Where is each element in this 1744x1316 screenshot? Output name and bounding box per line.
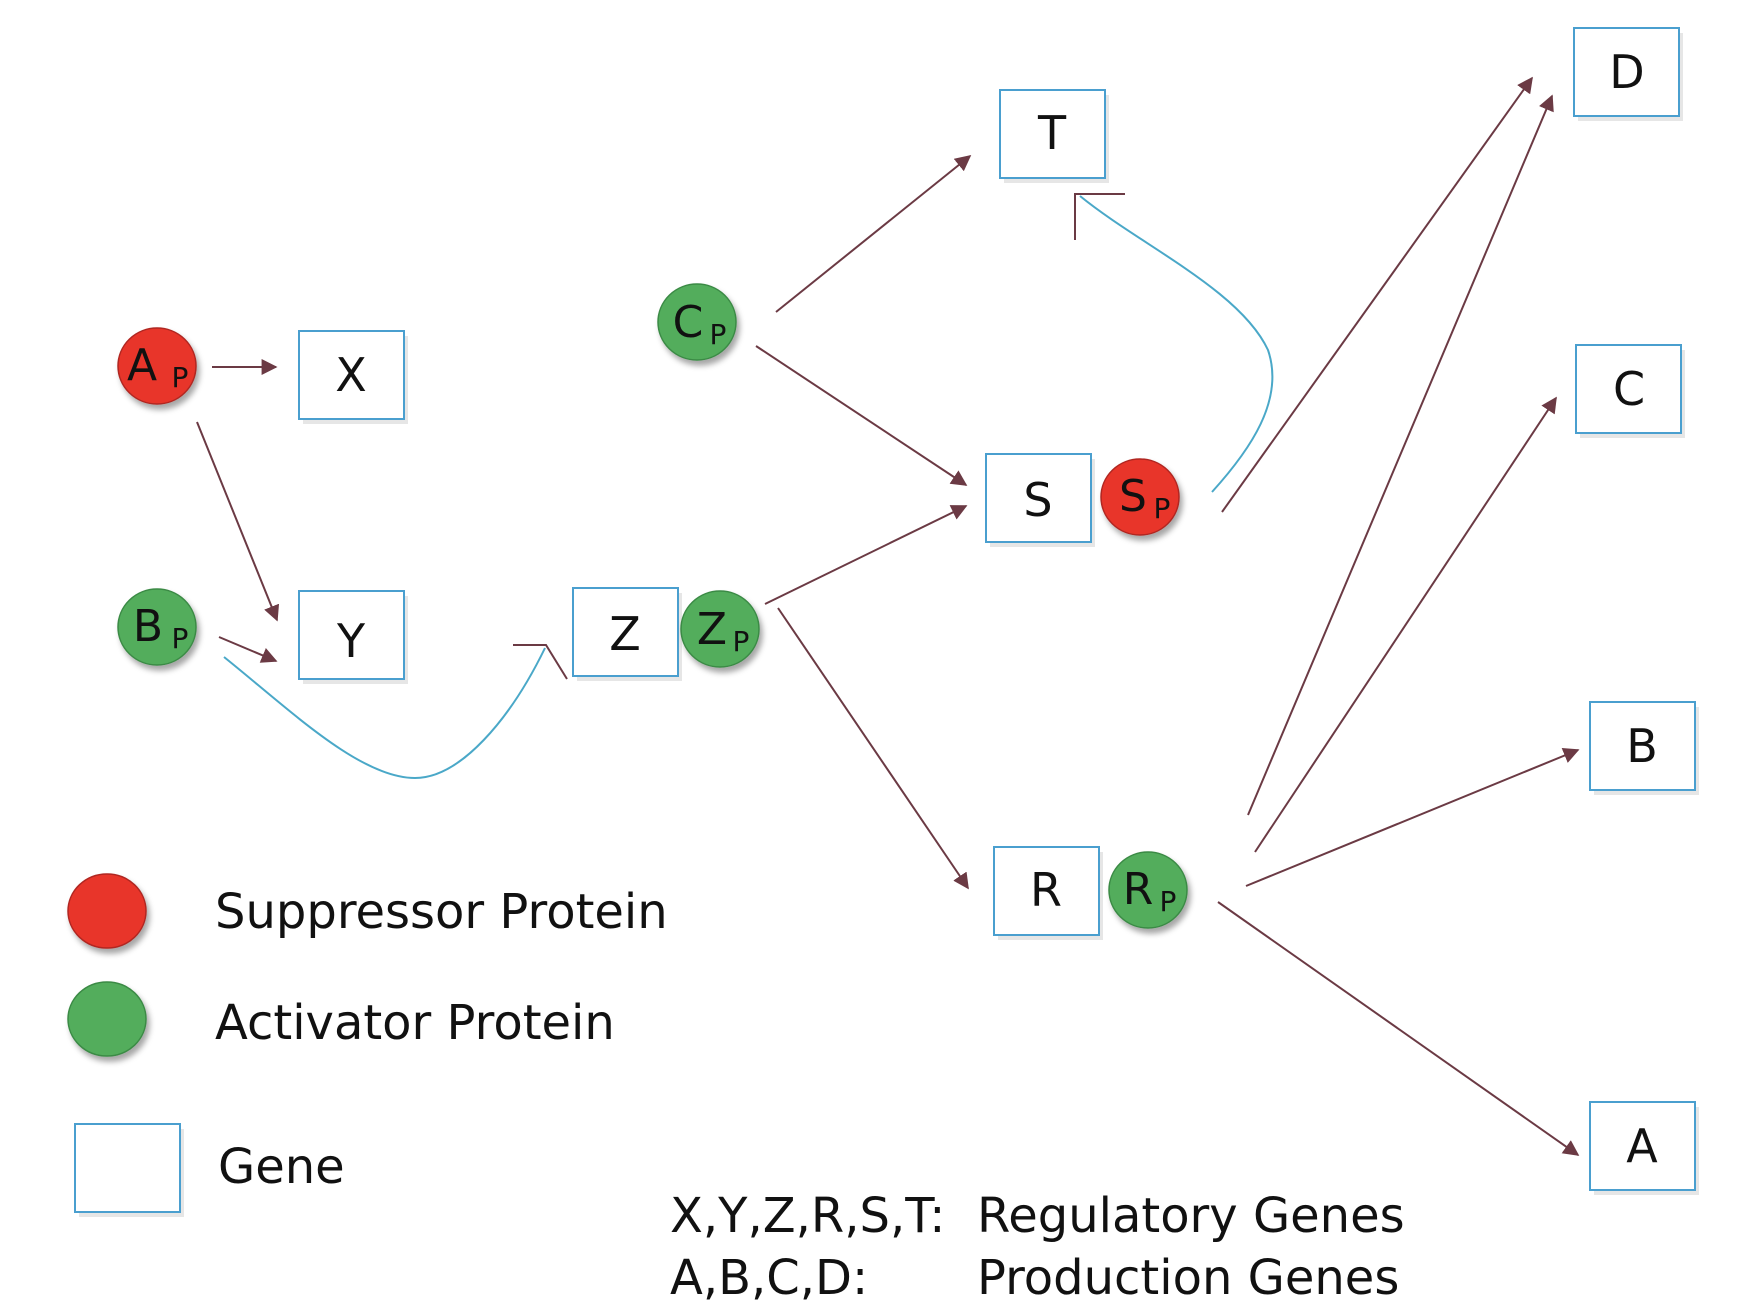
gene-c-label: C xyxy=(1613,362,1645,416)
gene-c: C xyxy=(1575,344,1685,438)
protein-zp: Z P xyxy=(680,590,760,668)
protein-sp-circle xyxy=(1100,458,1180,536)
arrow-rp-to-c xyxy=(1254,396,1557,853)
protein-bp-letter: B xyxy=(133,601,163,652)
svg-text:R: R xyxy=(1123,864,1154,915)
legend-suppressor-swatch xyxy=(67,873,147,949)
protein-ap: A P xyxy=(117,327,197,405)
svg-text:P: P xyxy=(710,318,727,351)
protein-zp-letter: Z xyxy=(697,604,727,655)
gene-a-label: A xyxy=(1626,1119,1658,1173)
gene-d-label: D xyxy=(1609,45,1644,99)
svg-text:Z: Z xyxy=(697,604,727,655)
arrow-cp-to-t xyxy=(775,154,972,313)
legend-gene-swatch xyxy=(74,1123,181,1213)
svg-text:P: P xyxy=(1154,492,1171,525)
legend: Suppressor Protein Activator Protein Gen… xyxy=(67,873,668,1217)
protein-cp: C P xyxy=(657,283,737,361)
arrow-rp-to-a xyxy=(1217,901,1580,1156)
legend-suppressor-label: Suppressor Protein xyxy=(215,884,668,940)
protein-bp-sub: P xyxy=(172,622,189,655)
note-production-key: A,B,C,D: xyxy=(670,1250,868,1306)
protein-cp-circle xyxy=(657,283,737,361)
protein-bp-circle xyxy=(117,588,197,666)
gene-r: R xyxy=(993,846,1103,940)
legend-activator-label: Activator Protein xyxy=(215,995,615,1051)
inhibition-bar-z xyxy=(513,644,568,680)
svg-text:P: P xyxy=(1160,885,1177,918)
inhibition-bp-to-z xyxy=(223,647,546,780)
protein-sp-letter: S xyxy=(1119,471,1147,522)
arrow-zp-to-r xyxy=(777,607,969,890)
svg-text:P: P xyxy=(172,622,189,655)
gene-s-label: S xyxy=(1023,473,1052,527)
note-regulatory-value: Regulatory Genes xyxy=(977,1188,1405,1244)
arrow-zp-to-s xyxy=(764,505,968,605)
legend-activator-swatch xyxy=(67,981,147,1057)
protein-zp-sub: P xyxy=(733,625,750,658)
svg-text:P: P xyxy=(733,625,750,658)
arrow-sp-to-d xyxy=(1221,76,1533,513)
gene-t: T xyxy=(999,89,1109,183)
gene-d: D xyxy=(1573,27,1683,121)
svg-text:B: B xyxy=(133,601,163,652)
gene-b-label: B xyxy=(1626,719,1658,773)
protein-rp-circle xyxy=(1108,851,1188,929)
protein-bp: B P xyxy=(117,588,197,666)
svg-text:S: S xyxy=(1119,471,1147,522)
gene-a: A xyxy=(1589,1101,1699,1195)
gene-z: Z xyxy=(572,587,682,681)
protein-rp: R P xyxy=(1108,851,1188,929)
inhibition-bar-t xyxy=(1074,193,1125,240)
arrow-ap-to-y xyxy=(196,421,280,622)
svg-text:C: C xyxy=(673,297,704,348)
arrow-bp-to-y xyxy=(218,636,278,663)
arrow-rp-to-d xyxy=(1247,94,1554,816)
gene-t-label: T xyxy=(1037,106,1067,160)
svg-text:A: A xyxy=(127,340,157,391)
gene-category-notes: X,Y,Z,R,S,T: Regulatory Genes A,B,C,D: P… xyxy=(670,1188,1405,1306)
protein-cp-letter: C xyxy=(673,297,704,348)
protein-ap-sub: P xyxy=(172,361,189,394)
protein-sp-sub: P xyxy=(1154,492,1171,525)
protein-cp-sub: P xyxy=(710,318,727,351)
gene-y: Y xyxy=(298,590,408,684)
protein-rp-sub: P xyxy=(1160,885,1177,918)
gene-z-label: Z xyxy=(609,607,641,661)
gene-s: S xyxy=(985,453,1095,547)
arrow-cp-to-s xyxy=(755,345,968,486)
gene-b: B xyxy=(1589,701,1699,795)
inhibition-sp-to-t xyxy=(1079,195,1274,493)
protein-rp-letter: R xyxy=(1123,864,1154,915)
gene-x-label: X xyxy=(335,348,367,402)
protein-sp: S P xyxy=(1100,458,1180,536)
gene-r-label: R xyxy=(1030,863,1062,917)
protein-ap-letter: A xyxy=(127,340,157,391)
legend-gene-label: Gene xyxy=(218,1139,345,1195)
protein-zp-circle xyxy=(680,590,760,668)
note-production-value: Production Genes xyxy=(977,1250,1399,1306)
arrow-rp-to-b xyxy=(1245,748,1580,887)
gene-x: X xyxy=(298,330,408,424)
protein-ap-circle xyxy=(117,327,197,405)
svg-text:P: P xyxy=(172,361,189,394)
gene-y-label: Y xyxy=(336,614,366,668)
note-regulatory-key: X,Y,Z,R,S,T: xyxy=(670,1188,945,1244)
